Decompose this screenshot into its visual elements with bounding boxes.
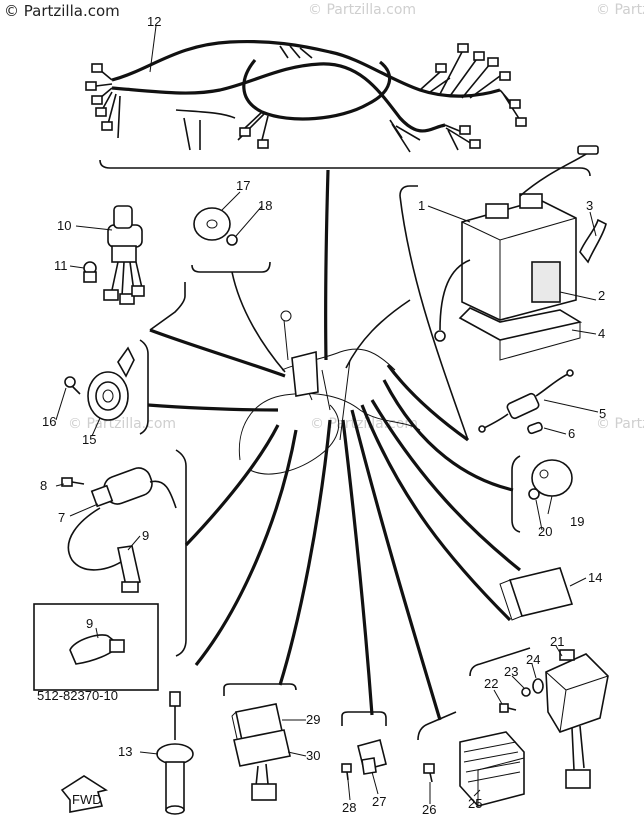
label-17: 17 [236,178,250,193]
label-20: 20 [538,524,552,539]
label-18: 18 [258,198,272,213]
fwd-label: FWD [72,792,102,807]
harness-bracket [99,159,591,177]
watermark-mid-right: © Partzilla.com [596,416,644,432]
bracket-19-20 [511,455,521,533]
battery-tray-4 [458,307,583,361]
label-1: 1 [418,198,425,213]
bracket-17-18 [191,261,271,273]
label-30: 30 [306,748,320,763]
screw-8 [61,477,85,487]
cover-30 [233,729,291,801]
nut-24 [532,678,544,694]
regulator-25 [459,731,525,807]
bracket-battery [399,185,418,197]
fuse-6 [527,421,543,435]
bolt-16 [64,376,81,395]
relay-14 [499,567,574,621]
label-10: 10 [57,218,71,233]
watermark-top-right: © Partzilla.com [596,2,644,18]
fwd-arrow-icon: FWD [60,775,109,813]
horn-15 [87,346,135,421]
label-14: 14 [588,570,602,585]
rectifier-21 [545,649,609,789]
label-21: 21 [550,634,564,649]
bolt-22 [499,703,517,713]
label-3: 3 [586,198,593,213]
inset-box [33,603,159,691]
label-27: 27 [372,794,386,809]
bracket-horn [139,339,149,435]
label-29: 29 [306,712,320,727]
neutral-switch-17 [193,207,231,241]
screw-11 [83,261,97,283]
label-11: 11 [54,258,68,273]
washer-20 [528,488,540,500]
label-19: 19 [570,514,584,529]
label-9: 9 [142,528,149,543]
label-15: 15 [82,432,96,447]
label-26: 26 [422,802,436,817]
label-4: 4 [598,326,605,341]
ignition-coil-7 [67,467,177,571]
watermark-mid-left: © Partzilla.com [68,416,176,432]
label-2: 2 [598,288,605,303]
leader-lines [147,169,521,721]
label-22: 22 [484,676,498,691]
battery-label-2 [531,261,561,303]
watermark-top-center: © Partzilla.com [308,2,416,18]
inset-plug-cap-9 [69,634,125,665]
bracket-ignition [149,282,186,331]
watermark-main: © Partzilla.com [4,2,120,20]
label-6: 6 [568,426,575,441]
inset-part-number: 512-82370-10 [37,688,118,703]
wire-harness-12 [85,39,527,153]
label-7: 7 [58,510,65,525]
bracket-regulator [417,711,457,741]
washer-18 [226,234,238,246]
label-5: 5 [599,406,606,421]
label-25: 25 [468,796,482,811]
label-9-inset: 9 [86,616,93,631]
bracket-coil [175,449,187,657]
ignition-switch-10 [103,205,145,305]
switch-13 [156,691,194,815]
bracket-29-30 [223,683,297,696]
battery-1 [434,145,599,342]
bracket-rectifier [469,647,531,677]
screw-28 [341,763,352,781]
relay-27 [357,739,387,775]
label-8: 8 [40,478,47,493]
label-23: 23 [504,664,518,679]
label-13: 13 [118,744,132,759]
bracket-27-28 [341,711,387,726]
washer-23 [521,687,531,697]
label-16: 16 [42,414,56,429]
label-leaders [55,25,599,804]
label-28: 28 [342,800,356,815]
label-12: 12 [147,14,161,29]
frame-silhouette [238,310,421,475]
fuse-holder-5 [478,369,574,433]
breather-pipe-3 [579,218,607,264]
screw-26 [423,763,435,783]
label-24: 24 [526,652,540,667]
plug-cap-9 [117,545,141,593]
